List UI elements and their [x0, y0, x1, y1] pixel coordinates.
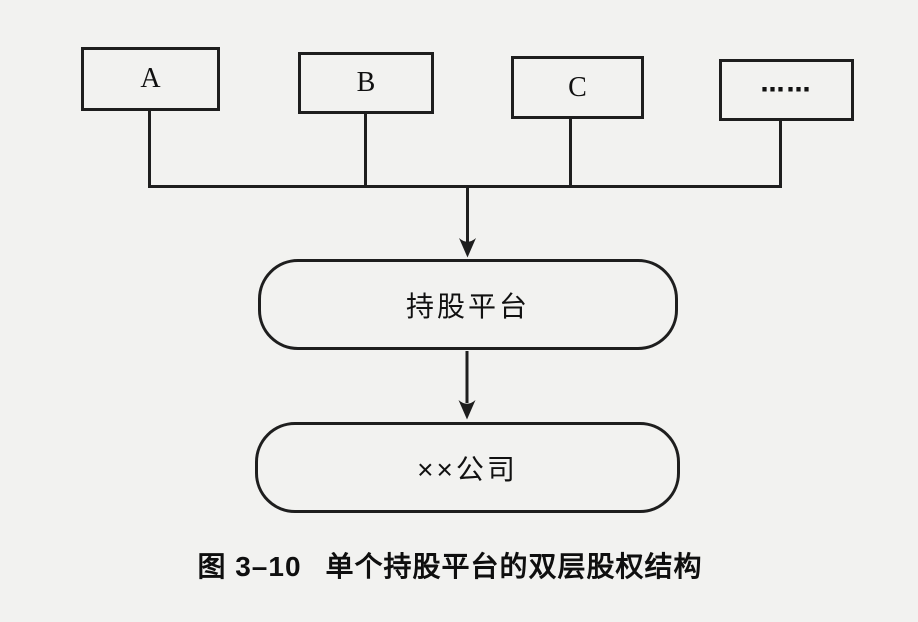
arrow-to-platform-head [459, 238, 476, 258]
node-shareholder-a-label: A [140, 63, 161, 94]
node-company: ××公司 [255, 422, 680, 513]
figure-caption-number: 图 3–10 [197, 551, 302, 582]
node-holding-platform: 持股平台 [258, 259, 678, 350]
node-shareholder-ellipsis: …… [719, 59, 854, 121]
node-shareholder-b: B [298, 52, 434, 114]
node-shareholder-c-label: C [568, 71, 587, 103]
node-company-label: ××公司 [417, 453, 518, 485]
node-shareholder-ellipsis-label: …… [760, 69, 813, 98]
node-shareholder-c: C [511, 56, 644, 119]
node-shareholder-b-label: B [356, 67, 376, 98]
arrow-to-company-head [458, 400, 476, 420]
figure-caption-title: 单个持股平台的双层股权结构 [325, 551, 703, 582]
node-holding-platform-label: 持股平台 [405, 290, 530, 322]
figure-caption: 图 3–10 单个持股平台的双层股权结构 [0, 545, 900, 585]
node-shareholder-a: A [81, 47, 220, 111]
